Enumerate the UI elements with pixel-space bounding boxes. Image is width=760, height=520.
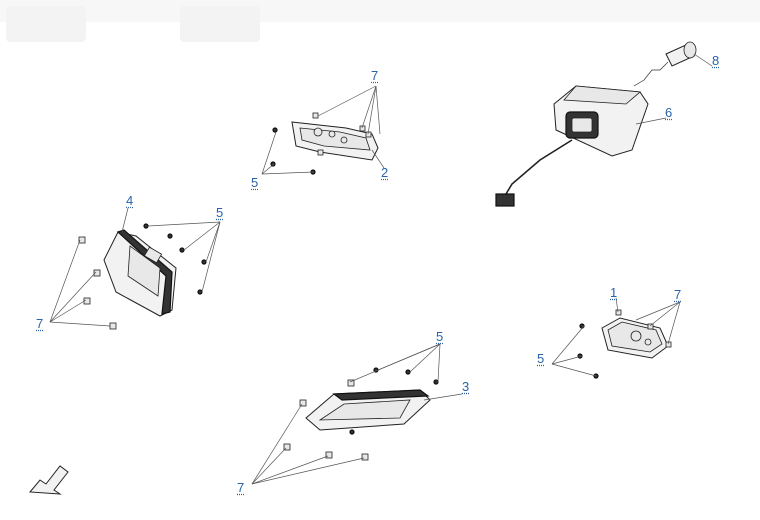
fwd-arrow-icon (28, 465, 69, 495)
part-2-leader-lines (261, 85, 385, 175)
callout-8: 8 (712, 53, 720, 68)
part-3-fasteners (283, 367, 439, 461)
callout-7-right: 7 (674, 287, 682, 302)
part-6-tail-housing (495, 85, 649, 207)
top-tab-left (6, 6, 86, 42)
part-1-leader-lines (551, 297, 681, 377)
callout-2: 2 (381, 165, 389, 180)
callout-5-left: 5 (216, 205, 224, 220)
callout-3: 3 (462, 379, 470, 394)
top-tab-right (180, 6, 260, 42)
part-2-light-unit (291, 121, 379, 161)
callout-5-right: 5 (537, 351, 545, 366)
part-6-8-leader-lines (635, 53, 713, 125)
callout-7-top: 7 (371, 68, 379, 83)
part-1-light-unit (601, 317, 669, 359)
part-3-light-bar (305, 389, 431, 431)
part-2-fasteners (270, 112, 372, 175)
callout-1: 1 (610, 285, 618, 300)
part-4-headlight (103, 229, 177, 317)
part-1-fasteners (577, 309, 672, 379)
callout-6: 6 (665, 105, 673, 120)
part-3-leader-lines (251, 343, 463, 485)
callout-5-top: 5 (251, 175, 259, 190)
part-8-bulb (633, 41, 697, 87)
callout-7-left: 7 (36, 316, 44, 331)
callout-7-bottom: 7 (237, 480, 245, 495)
part-4-leader-lines (49, 207, 221, 327)
callout-4: 4 (126, 193, 134, 208)
callout-5-bottom: 5 (436, 329, 444, 344)
